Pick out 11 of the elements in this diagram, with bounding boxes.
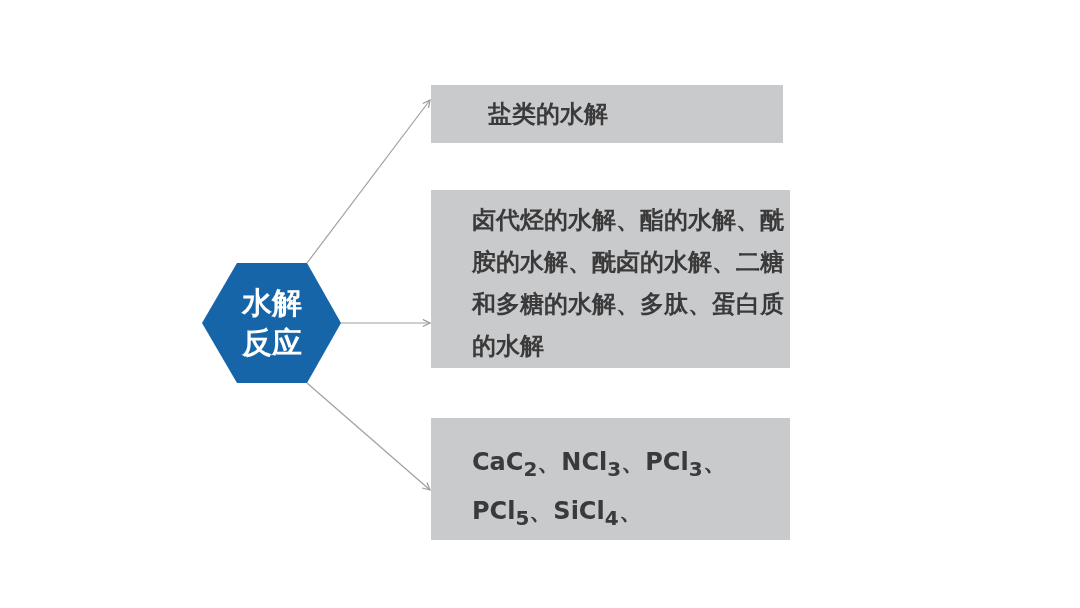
text-box bbox=[431, 418, 790, 540]
item-text: 盐类的水解 bbox=[488, 99, 609, 130]
arrow bbox=[306, 382, 431, 491]
item-text: CaC$_{2}$、NCl$_{3}$、PCl$_{3}$、PCl$_{5}$、SiCl$_{4}$、 bbox=[472, 447, 728, 532]
heading-text: 水解反应 bbox=[240, 284, 303, 362]
text-box bbox=[431, 190, 790, 368]
arrow bbox=[340, 318, 431, 328]
text-box bbox=[431, 85, 783, 143]
item-text: 卤代烃的水解、酯的水解、酰胺的水解、酰卤的水解、二糖和多糖的水解、多肽、蛋白质的水解 bbox=[472, 205, 784, 362]
hexagon bbox=[202, 263, 341, 383]
arrow bbox=[306, 99, 431, 264]
